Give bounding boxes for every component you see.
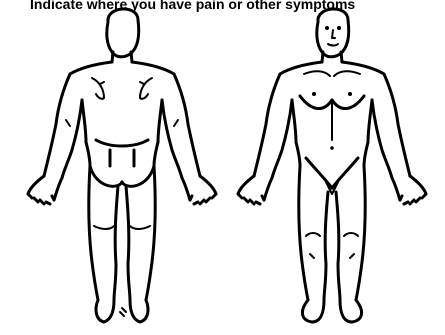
body-front-view-icon: [238, 9, 426, 322]
body-back-view-icon: [28, 9, 216, 322]
